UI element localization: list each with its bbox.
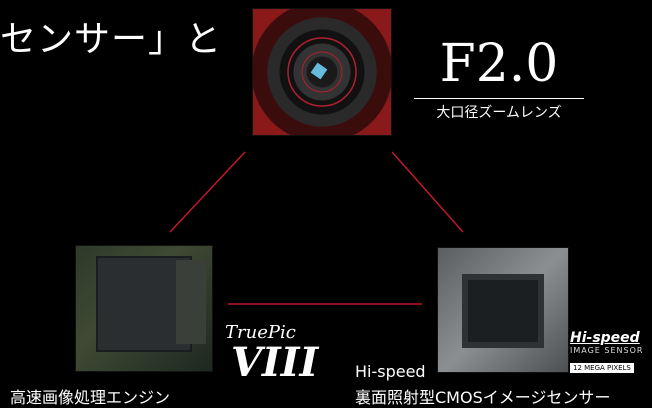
lens-f-number: F2.0	[439, 34, 559, 94]
processor-component	[176, 260, 206, 344]
sensor-label: 裏面照射型CMOSイメージセンサー	[355, 388, 611, 407]
lens-image	[252, 8, 392, 136]
headline: センサー」と	[0, 19, 223, 60]
connector-right	[391, 151, 464, 233]
connector-left	[169, 151, 246, 233]
sensor-image	[437, 247, 569, 373]
truepic-logo-text: TruePic	[225, 322, 296, 343]
truepic-logo-roman: VIII	[231, 339, 319, 386]
lens-subtitle: 大口径ズームレンズ	[414, 98, 584, 122]
hispeed-badge-title: Hi-speed	[570, 330, 640, 346]
processor-image	[75, 245, 213, 372]
hispeed-badge: Hi-speed IMAGE SENSOR 12 MEGA PIXELS	[570, 330, 652, 384]
sensor-top-label: Hi-speed	[355, 362, 426, 381]
truepic-logo: TruePic VIII	[225, 322, 319, 400]
lens-ring	[287, 37, 357, 107]
sensor-window	[462, 274, 544, 348]
hispeed-badge-sub: IMAGE SENSOR	[570, 346, 644, 355]
hispeed-badge-pixels: 12 MEGA PIXELS	[570, 363, 634, 373]
processor-label: 高速画像処理エンジン	[10, 388, 171, 407]
